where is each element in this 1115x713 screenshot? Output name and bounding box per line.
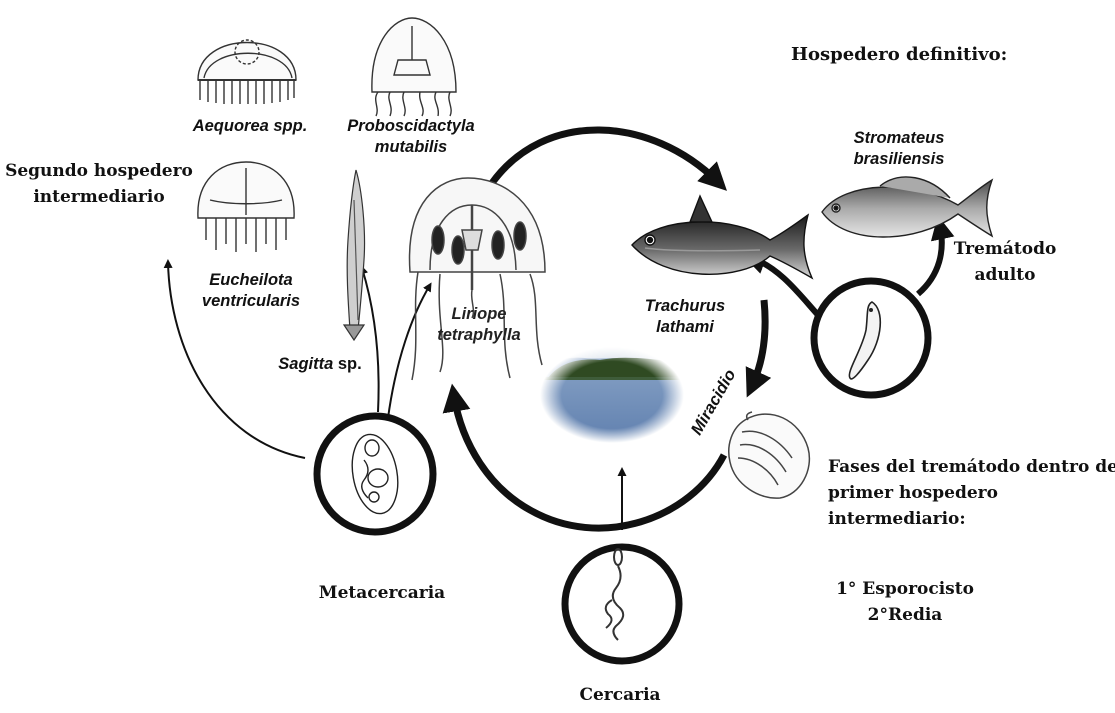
stromateus-label: Stromateus brasiliensis bbox=[834, 128, 964, 170]
arrow-jellyfish-to-fish bbox=[492, 130, 718, 183]
phases-line-1: Fases del tremátodo dentro del bbox=[828, 454, 1115, 480]
trachurus-line-2: lathami bbox=[630, 317, 740, 338]
proboscidactyla-line-2: mutabilis bbox=[336, 137, 486, 158]
arrow-adult-to-stromateus bbox=[918, 226, 942, 294]
phases-line-2: primer hospedero bbox=[828, 480, 1115, 506]
sagitta-sp: sp. bbox=[333, 355, 361, 373]
arrow-fish-to-clam bbox=[752, 300, 765, 386]
second-intermediate-host-label: Segundo hospedero intermediario bbox=[4, 158, 194, 210]
eucheilota-line-2: ventricularis bbox=[186, 291, 316, 312]
eucheilota-line-1: Eucheilota bbox=[186, 270, 316, 291]
proboscidactyla-jellyfish-icon bbox=[372, 18, 456, 116]
aequorea-jellyfish-icon bbox=[198, 40, 296, 104]
adult-trematode-label: Tremátodo adulto bbox=[950, 236, 1060, 288]
stromateus-fish-icon bbox=[822, 177, 992, 237]
liriope-line-1: Liriope bbox=[424, 304, 534, 325]
eucheilota-label: Eucheilota ventricularis bbox=[186, 270, 316, 312]
arrow-metacercaria-to-sagitta bbox=[362, 268, 379, 412]
trachurus-fish-icon bbox=[632, 196, 812, 278]
proboscidactyla-line-1: Proboscidactyla bbox=[336, 116, 486, 137]
aequorea-label: Aequorea spp. bbox=[180, 116, 320, 137]
adult-line-1: Tremátodo bbox=[950, 236, 1060, 262]
second-host-line-2: intermediario bbox=[4, 184, 194, 210]
eucheilota-jellyfish-icon bbox=[198, 162, 294, 252]
cercaria-circle bbox=[565, 547, 679, 661]
adult-line-2: adulto bbox=[950, 262, 1060, 288]
clam-icon bbox=[729, 412, 810, 498]
metacercaria-label: Metacercaria bbox=[312, 580, 452, 606]
stromateus-line-1: Stromateus bbox=[834, 128, 964, 149]
liriope-jellyfish-icon bbox=[410, 178, 545, 380]
first-host-phases-label: Fases del tremátodo dentro del primer ho… bbox=[828, 454, 1115, 532]
sagitta-name: Sagitta bbox=[278, 355, 333, 373]
sagitta-label: Sagitta sp. bbox=[270, 354, 370, 375]
stage-esporocisto: 1° Esporocisto bbox=[820, 576, 990, 602]
cercaria-label: Cercaria bbox=[560, 682, 680, 708]
phase-stages-list: 1° Esporocisto 2°Redia bbox=[820, 576, 990, 628]
second-host-line-1: Segundo hospedero bbox=[4, 158, 194, 184]
metacercaria-circle bbox=[317, 416, 433, 532]
liriope-label: Liriope tetraphylla bbox=[424, 304, 534, 346]
definitive-host-heading: Hospedero definitivo: bbox=[791, 42, 1007, 68]
adult-trematode-circle bbox=[814, 281, 928, 395]
proboscidactyla-label: Proboscidactyla mutabilis bbox=[336, 116, 486, 158]
trachurus-line-1: Trachurus bbox=[630, 296, 740, 317]
trachurus-label: Trachurus lathami bbox=[630, 296, 740, 338]
lake-image bbox=[535, 345, 690, 445]
liriope-line-2: tetraphylla bbox=[424, 325, 534, 346]
stage-redia: 2°Redia bbox=[820, 602, 990, 628]
stromateus-line-2: brasiliensis bbox=[834, 149, 964, 170]
sagitta-icon bbox=[344, 170, 365, 340]
phases-line-3: intermediario: bbox=[828, 506, 1115, 532]
